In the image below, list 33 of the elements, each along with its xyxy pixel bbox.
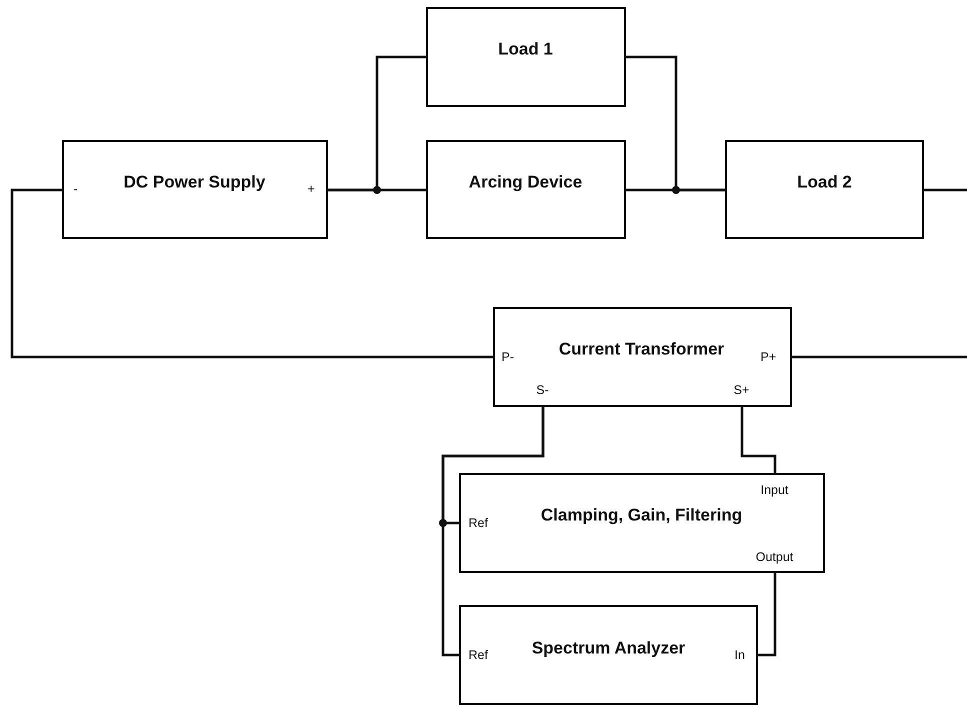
wire [442, 407, 544, 656]
block-title: Load 2 [797, 173, 852, 192]
pin-label: P- [502, 350, 514, 364]
block-title: Clamping, Gain, Filtering [540, 506, 742, 525]
block-title: DC Power Supply [124, 173, 266, 192]
pin-label: Output [756, 550, 794, 564]
block-title: Current Transformer [558, 340, 724, 359]
block-title: Load 1 [498, 40, 553, 59]
pin-label: + [308, 182, 315, 196]
wire [924, 188, 967, 192]
pin-label: Ref [468, 516, 488, 530]
pin-label: P+ [760, 350, 776, 364]
wire [740, 407, 776, 473]
block-box [493, 307, 792, 407]
pin-label: S+ [734, 384, 750, 398]
pin-label: Input [760, 484, 788, 498]
block-box [62, 140, 328, 239]
pin-label: - [74, 182, 78, 196]
pin-label: Ref [468, 648, 488, 662]
pin-label: S- [536, 384, 549, 398]
block-title: Spectrum Analyzer [532, 639, 686, 658]
block-title: Arcing Device [468, 173, 582, 192]
wire [10, 188, 493, 358]
wire [792, 356, 967, 358]
block-box [426, 7, 626, 107]
block-box [426, 140, 626, 239]
block-box [459, 473, 825, 573]
block-box [459, 605, 758, 705]
wire [758, 573, 776, 656]
wire [328, 188, 426, 192]
block-box [725, 140, 924, 239]
wire [626, 188, 725, 192]
pin-label: In [734, 648, 745, 662]
